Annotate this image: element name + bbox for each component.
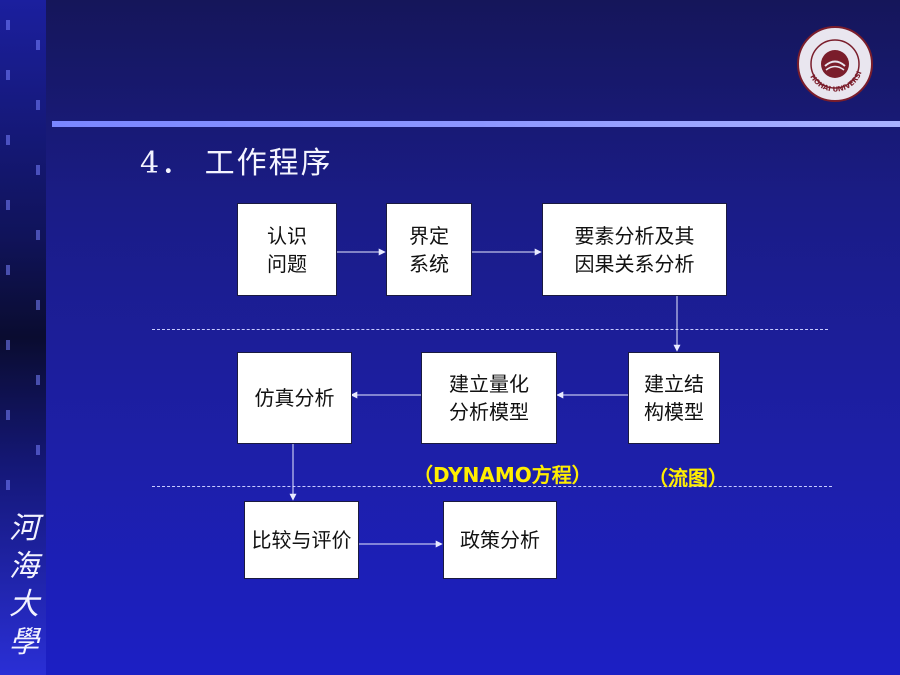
node-policy-analysis: 政策分析 xyxy=(443,501,557,579)
node-structure-model: 建立结构模型 xyxy=(628,352,720,444)
node-define-system: 界定系统 xyxy=(386,203,472,296)
header-rule xyxy=(52,121,900,127)
node-identify-problem: 认识问题 xyxy=(237,203,337,296)
node-compare-evaluate: 比较与评价 xyxy=(244,501,359,579)
node-element-analysis: 要素分析及其因果关系分析 xyxy=(542,203,727,296)
left-decorative-strip: 河海大學 xyxy=(0,0,46,675)
university-logo: HOHAI UNIVERSITY xyxy=(796,25,873,102)
note-flowchart: （流图） xyxy=(648,466,728,490)
note-dynamo: （DYNAMO方程） xyxy=(413,463,592,487)
slide-title: 4． 工作程序 xyxy=(140,146,333,181)
divider-1 xyxy=(152,329,828,330)
divider-2 xyxy=(152,486,832,487)
university-calligraphy: 河海大學 xyxy=(9,511,39,660)
node-quant-model: 建立量化分析模型 xyxy=(421,352,557,444)
node-simulation: 仿真分析 xyxy=(237,352,352,444)
